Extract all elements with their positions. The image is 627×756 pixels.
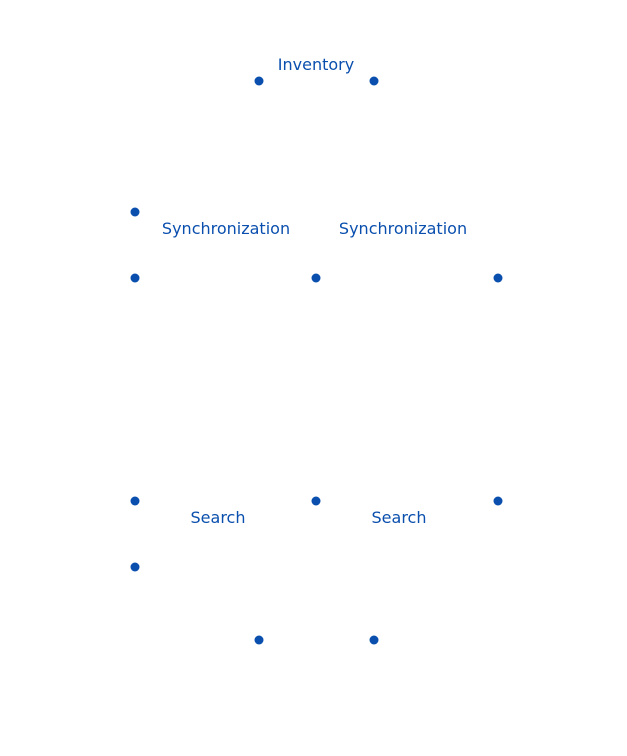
label-synchronization-left: Synchronization bbox=[162, 219, 290, 238]
label-search-right: Search bbox=[372, 508, 427, 527]
dot-upper-row-left bbox=[130, 273, 140, 283]
dot-upper-row-right bbox=[493, 273, 503, 283]
label-search-left: Search bbox=[191, 508, 246, 527]
dot-lower-row-left bbox=[130, 496, 140, 506]
label-inventory: Inventory bbox=[278, 55, 354, 74]
dot-top-right bbox=[369, 76, 379, 86]
dot-bottom-left bbox=[254, 635, 264, 645]
dot-upper-far-left bbox=[130, 207, 140, 217]
dot-upper-row-center bbox=[311, 273, 321, 283]
dot-lower-far-left bbox=[130, 562, 140, 572]
label-synchronization-right: Synchronization bbox=[339, 219, 467, 238]
dot-lower-row-center bbox=[311, 496, 321, 506]
dot-lower-row-right bbox=[493, 496, 503, 506]
dot-top-left bbox=[254, 76, 264, 86]
dot-bottom-right bbox=[369, 635, 379, 645]
